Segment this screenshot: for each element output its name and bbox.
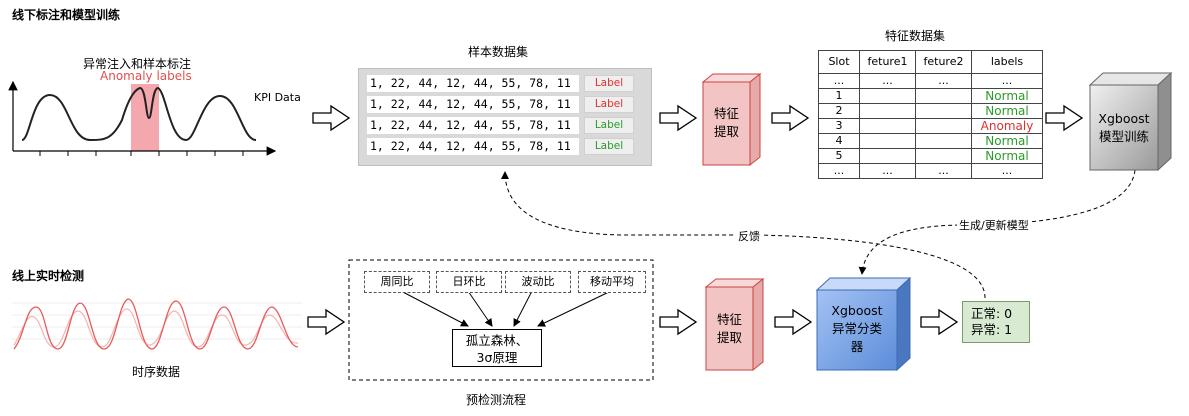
feature-table: Slot feture1 feture2 labels ... ... ... …: [818, 50, 1043, 179]
arrow-precheck-to-feature: [659, 308, 698, 336]
table-cell: ...: [818, 73, 860, 89]
table-header: feture1: [859, 50, 916, 74]
precheck-title: 预检测流程: [466, 393, 527, 407]
sample-row-label: Label: [584, 117, 634, 134]
feedback-label: 反馈: [736, 228, 762, 244]
table-cell: ...: [859, 163, 916, 179]
table-cell: ...: [971, 73, 1043, 89]
sample-row-values: 1, 22, 44, 12, 44, 55, 78, 11: [367, 75, 579, 92]
feature-extract-line: 提取: [716, 330, 742, 345]
feedback-curve: [501, 171, 986, 299]
table-header: labels: [971, 50, 1043, 74]
xgboost-train-line: Xgboost: [1098, 111, 1150, 126]
table-row: 5 Normal: [818, 148, 1043, 164]
table-cell: 2: [818, 103, 860, 119]
metric-day-over-day: 日环比: [436, 271, 502, 293]
table-cell: 4: [818, 133, 860, 149]
sample-row-values: 1, 22, 44, 12, 44, 55, 78, 11: [367, 117, 579, 134]
feature-extract-line: 特征: [716, 312, 742, 327]
table-row: 4 Normal: [818, 133, 1043, 149]
table-cell: 1: [818, 88, 860, 104]
kpi-data-label: KPI Data: [254, 91, 301, 104]
table-header: Slot: [818, 50, 860, 74]
table-cell: Normal: [971, 103, 1043, 119]
table-cell: Normal: [971, 133, 1043, 149]
offline-title: 线下标注和模型训练: [12, 8, 121, 22]
feature-extract-line: 提取: [713, 124, 739, 139]
timeseries-chart: [12, 298, 302, 350]
kpi-curve: [21, 86, 257, 142]
result-normal: 正常: 0: [971, 306, 1013, 321]
arrow-ts-to-precheck: [307, 308, 346, 336]
sample-row-values: 1, 22, 44, 12, 44, 55, 78, 11: [367, 138, 579, 155]
algo-line: 孤立森林、: [465, 333, 529, 348]
sample-row-label: Label: [584, 75, 634, 92]
kpi-chart-title: 异常注入和样本标注: [83, 57, 192, 71]
table-row: 1 Normal: [818, 88, 1043, 104]
xgboost-train-line: 模型训练: [1098, 129, 1149, 144]
sample-dataset-title: 样本数据集: [468, 45, 529, 59]
metric-week-over-week: 周同比: [364, 271, 430, 293]
result-anomaly: 异常: 1: [971, 322, 1013, 337]
arrow-feature-to-classifier: [774, 308, 813, 336]
sample-row-label: Label: [584, 138, 634, 155]
metric-arrow-3: [513, 290, 533, 327]
table-header: feture2: [915, 50, 972, 74]
feature-table-title: 特征数据集: [885, 29, 946, 43]
cube-feature-offline: [701, 72, 762, 167]
table-row: 3 Anomaly: [818, 118, 1043, 134]
table-cell: ...: [859, 73, 916, 89]
feature-extract-line: 特征: [713, 106, 739, 121]
online-title: 线上实时检测: [12, 269, 85, 283]
feature-extract-label-offline: 特征 提取: [703, 105, 750, 141]
metric-arrow-2: [467, 290, 493, 327]
table-cell: 5: [818, 148, 860, 164]
arrow-table-to-xgb: [1045, 104, 1084, 132]
precheck-frame: [348, 259, 654, 381]
table-cell: ...: [818, 163, 860, 179]
sample-row-values: 1, 22, 44, 12, 44, 55, 78, 11: [367, 96, 579, 113]
cube-xgboost-classifier: [815, 276, 912, 372]
algo-line: 3σ原理: [476, 350, 518, 365]
result-box: 正常: 0 异常: 1: [962, 301, 1030, 343]
sample-dataset-panel: 1, 22, 44, 12, 44, 55, 78, 11 Label 1, 2…: [358, 68, 652, 166]
metric-arrow-4: [537, 290, 612, 327]
table-cell: ...: [915, 163, 972, 179]
generate-curve: [858, 169, 1136, 275]
metric-volatility-ratio: 波动比: [505, 271, 571, 293]
classifier-line: 异常分类: [831, 321, 882, 336]
generate-model-label: 生成/更新模型: [957, 217, 1031, 233]
table-row: 2 Normal: [818, 103, 1043, 119]
table-cell: Normal: [971, 148, 1043, 164]
timeseries-label: 时序数据: [132, 365, 181, 379]
arrow-kpi-to-sample: [312, 104, 351, 132]
table-cell: 3: [818, 118, 860, 134]
kpi-chart: [8, 80, 277, 156]
table-cell: ...: [915, 73, 972, 89]
timeseries-line-1: [13, 298, 299, 350]
isolation-forest-box: 孤立森林、 3σ原理: [452, 329, 542, 367]
anomaly-labels-text: Anomaly labels: [100, 69, 192, 83]
metric-arrow-1: [400, 290, 469, 327]
cube-xgboost-train: [1088, 71, 1173, 172]
arrow-classifier-to-result: [920, 308, 959, 336]
table-cell: Anomaly: [971, 118, 1043, 134]
xgboost-classifier-label: Xgboost 异常分类 器: [817, 302, 897, 356]
sample-row-label: Label: [584, 96, 634, 113]
table-cell: ...: [971, 163, 1043, 179]
feature-extract-label-online: 特征 提取: [706, 311, 753, 347]
arrow-sample-to-feature: [659, 104, 698, 132]
xgboost-train-label: Xgboost 模型训练: [1086, 110, 1162, 146]
classifier-line: 器: [850, 339, 864, 354]
classifier-line: Xgboost: [831, 303, 883, 318]
table-cell: Normal: [971, 88, 1043, 104]
arrow-feature-to-table: [771, 104, 810, 132]
cube-feature-online: [704, 277, 765, 372]
metric-moving-average: 移动平均: [578, 271, 646, 293]
